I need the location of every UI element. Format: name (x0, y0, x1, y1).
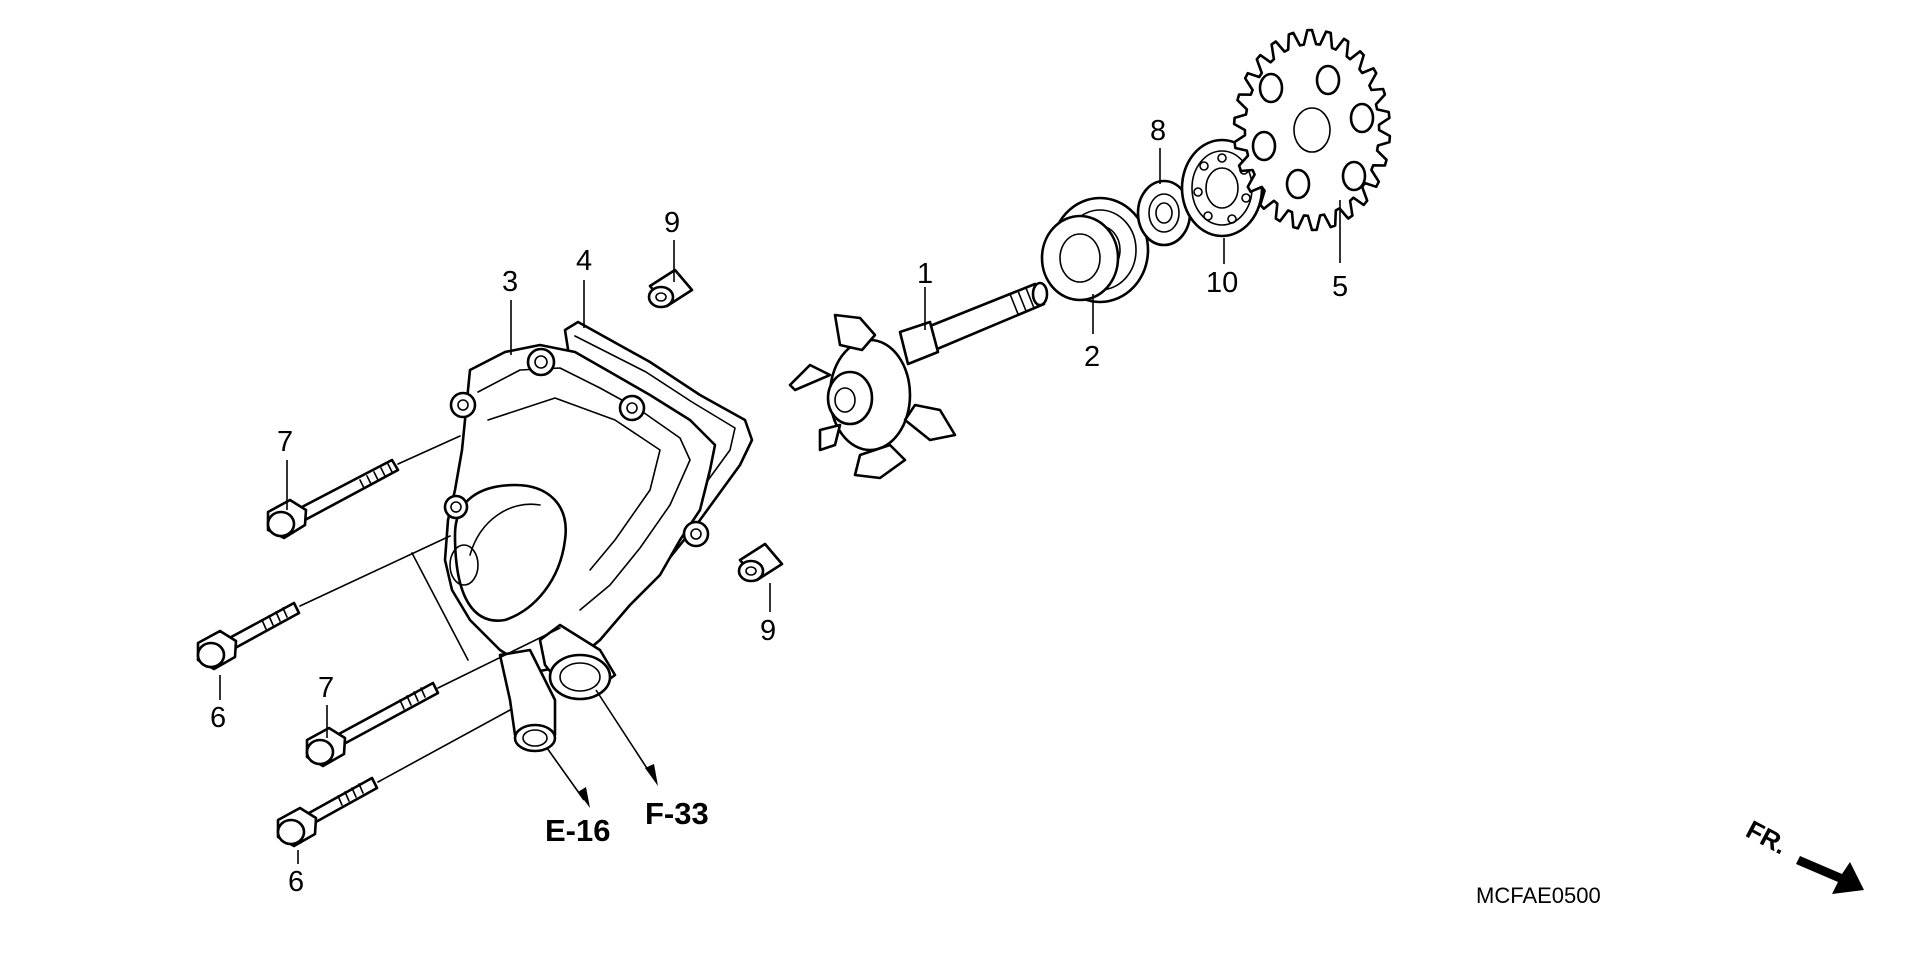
callout-numbers: 1 2 3 4 5 6 6 7 7 8 9 9 10 (210, 115, 1348, 898)
reference-arrows (546, 689, 658, 808)
dowel-pin-9-lower (737, 542, 784, 583)
bolt-7-lower (305, 681, 440, 768)
water-seal (1040, 196, 1150, 304)
reference-e16: E-16 (545, 813, 610, 848)
dowel-pin-9-upper (647, 268, 694, 309)
callout-2: 2 (1084, 341, 1100, 373)
leader-lines (219, 148, 1341, 864)
fr-label: FR. (1741, 814, 1792, 860)
pump-cover (443, 343, 717, 753)
fr-arrow-icon (1796, 856, 1864, 894)
callout-8: 8 (1150, 115, 1166, 147)
arrow-head-e16 (578, 787, 590, 808)
callout-6-lower: 6 (288, 866, 304, 898)
arrow-head-f33 (645, 764, 658, 786)
oil-seal (1136, 179, 1192, 247)
bolt-7-upper (266, 458, 400, 540)
callout-9-upper: 9 (664, 207, 680, 239)
callout-1: 1 (917, 258, 933, 290)
callout-7-upper: 7 (277, 426, 293, 458)
callout-5: 5 (1332, 271, 1348, 303)
callout-9-lower: 9 (760, 615, 776, 647)
callout-10: 10 (1206, 267, 1238, 299)
callout-6-upper: 6 (210, 702, 226, 734)
bolt-6-upper (196, 601, 301, 671)
callout-7-lower: 7 (318, 672, 334, 704)
bolt-centerlines (299, 435, 561, 783)
callout-4: 4 (576, 245, 592, 277)
diagram-code: MCFAE0500 (1476, 883, 1601, 908)
front-direction-indicator: FR. (1741, 814, 1864, 894)
callout-3: 3 (502, 266, 518, 298)
bolt-6-lower (276, 776, 379, 848)
pump-driven-gear (1232, 28, 1392, 232)
reference-f33: F-33 (645, 796, 709, 831)
impeller-shaft (788, 281, 1049, 480)
